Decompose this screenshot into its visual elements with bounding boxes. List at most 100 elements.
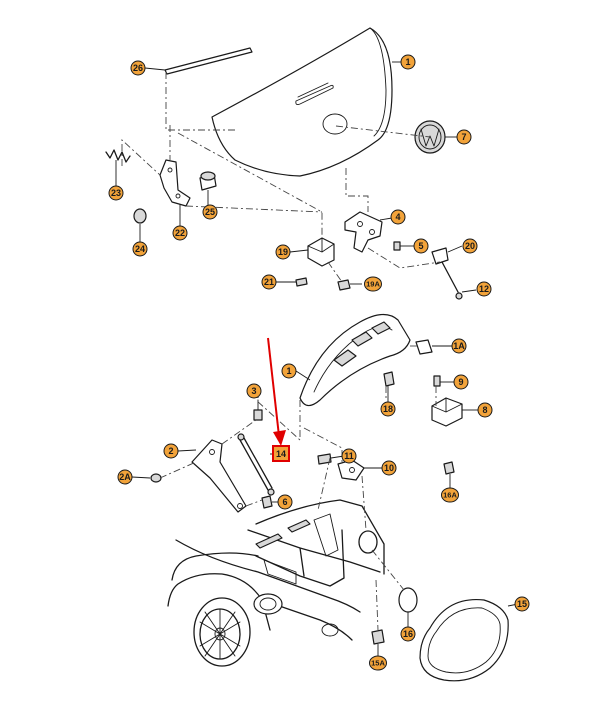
- callout-label: 4: [395, 212, 400, 222]
- callout-circle: [390, 209, 406, 225]
- callout-c2[interactable]: 2: [163, 443, 179, 459]
- callout-circle: [172, 225, 188, 241]
- callout-c20[interactable]: 20: [462, 238, 478, 254]
- callout-label: 1A: [453, 341, 465, 351]
- callout-label: 11: [344, 451, 354, 461]
- callout-label: 15A: [371, 659, 385, 668]
- callout-circle: [451, 338, 467, 354]
- callout-c5[interactable]: 5: [413, 238, 429, 254]
- boot-lock[interactable]: [431, 397, 463, 427]
- callout-circle: [413, 238, 429, 254]
- cap-15a[interactable]: [371, 629, 385, 645]
- callout-label: 12: [479, 284, 489, 294]
- callout-label: 10: [384, 463, 394, 473]
- callout-c4[interactable]: 4: [390, 209, 406, 225]
- callout-c15[interactable]: 15: [514, 596, 530, 612]
- callout-circle: [400, 626, 416, 642]
- callout-c24[interactable]: 24: [132, 241, 148, 257]
- boot-seal[interactable]: [419, 598, 509, 682]
- callout-c1-bottom[interactable]: 1: [281, 363, 297, 379]
- callout-circle: [369, 655, 387, 671]
- callout-c2a[interactable]: 2A: [117, 469, 133, 485]
- lock-bracket[interactable]: [344, 211, 383, 253]
- callout-circle: [476, 281, 492, 297]
- callout-c15a[interactable]: 15A: [369, 655, 387, 671]
- callout-c21[interactable]: 21: [261, 274, 277, 290]
- callout-c22[interactable]: 22: [172, 225, 188, 241]
- callout-circle: [132, 241, 148, 257]
- release-catch[interactable]: [431, 247, 463, 300]
- callout-circle: [400, 54, 416, 70]
- clip-19a[interactable]: [337, 279, 351, 291]
- callout-label: 5: [418, 241, 423, 251]
- callout-label: 15: [517, 599, 527, 609]
- callout-circle: [380, 401, 396, 417]
- callout-c11[interactable]: 11: [341, 448, 357, 464]
- gas-strut[interactable]: [237, 433, 275, 496]
- callout-label: 8: [482, 405, 487, 415]
- callout-label: 24: [135, 244, 145, 254]
- buffer-18[interactable]: [383, 371, 395, 387]
- callout-label: 9: [458, 377, 463, 387]
- callout-c3[interactable]: 3: [246, 383, 262, 399]
- grommet[interactable]: [133, 208, 147, 224]
- callout-c7[interactable]: 7: [456, 129, 472, 145]
- callout-circle: [477, 402, 493, 418]
- callout-c12[interactable]: 12: [476, 281, 492, 297]
- callout-label: 25: [205, 207, 215, 217]
- clip-6[interactable]: [261, 495, 273, 509]
- seal-strip[interactable]: [164, 47, 253, 75]
- callout-circle: [462, 238, 478, 254]
- emblem-16[interactable]: [398, 587, 418, 613]
- callout-circle: [281, 363, 297, 379]
- highlighted-callout-14[interactable]: 14: [272, 445, 290, 462]
- callout-c26[interactable]: 26: [130, 60, 146, 76]
- bolt-21[interactable]: [295, 277, 308, 287]
- callout-c16[interactable]: 16: [400, 626, 416, 642]
- callout-c6[interactable]: 6: [277, 494, 293, 510]
- callout-circle: [341, 448, 357, 464]
- callout-c25[interactable]: 25: [202, 204, 218, 220]
- red-pointer-arrow: [267, 337, 286, 446]
- callout-label: 3: [251, 386, 256, 396]
- rubber-buffer[interactable]: [199, 171, 217, 191]
- callout-circle: [364, 276, 382, 292]
- spring[interactable]: [105, 149, 131, 163]
- screw-16a[interactable]: [443, 461, 455, 475]
- callout-label: 6: [282, 497, 287, 507]
- bolt-3[interactable]: [253, 399, 263, 421]
- callout-c19a[interactable]: 19A: [364, 276, 382, 292]
- callout-label: 1: [405, 57, 410, 67]
- callout-circle: [275, 244, 291, 260]
- boot-lid[interactable]: [299, 313, 411, 407]
- boot-hinge[interactable]: [191, 439, 247, 513]
- callout-c18[interactable]: 18: [380, 401, 396, 417]
- callout-label: 7: [461, 132, 466, 142]
- bonnet-panel[interactable]: [211, 27, 393, 177]
- callout-circle: [381, 460, 397, 476]
- callout-c16a[interactable]: 16A: [441, 487, 459, 503]
- bolt-5[interactable]: [393, 241, 401, 251]
- callout-c23[interactable]: 23: [108, 185, 124, 201]
- callout-c8[interactable]: 8: [477, 402, 493, 418]
- bonnet-lock[interactable]: [307, 237, 335, 267]
- callout-label: 18: [383, 404, 393, 414]
- pad-1a[interactable]: [415, 339, 433, 355]
- callout-c1a[interactable]: 1A: [451, 338, 467, 354]
- callout-circle: [456, 129, 472, 145]
- bolt-9[interactable]: [433, 375, 441, 387]
- bonnet-hinge[interactable]: [159, 159, 191, 207]
- callout-circle: [202, 204, 218, 220]
- callout-circle: [130, 60, 146, 76]
- callout-c10[interactable]: 10: [381, 460, 397, 476]
- callout-label: 16: [403, 629, 413, 639]
- callout-label: 2: [168, 446, 173, 456]
- callout-circle: [117, 469, 133, 485]
- callout-c9[interactable]: 9: [453, 374, 469, 390]
- callout-c1-top[interactable]: 1: [400, 54, 416, 70]
- callout-circle: [441, 487, 459, 503]
- bolt-11[interactable]: [317, 453, 332, 465]
- clip-2a[interactable]: [150, 473, 162, 483]
- callout-c19[interactable]: 19: [275, 244, 291, 260]
